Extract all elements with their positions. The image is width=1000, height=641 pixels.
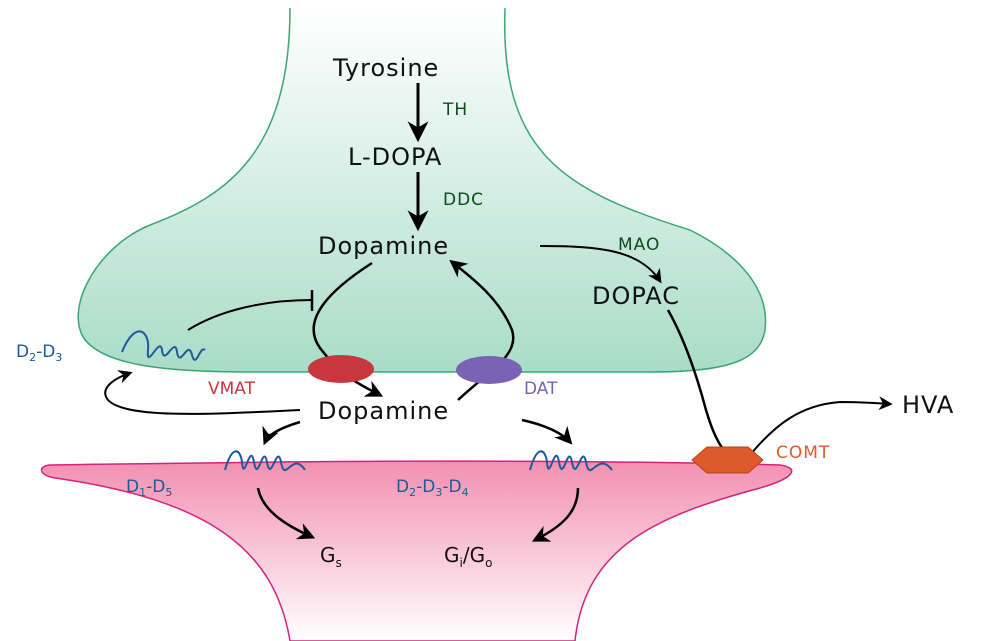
arrow-dopac-to-comt [666,309,731,459]
label-gs: Gs [320,543,342,570]
label-gio: Gi/Go [444,543,492,570]
d1d5-receptor-coil [224,450,306,472]
comt-enzyme [691,446,764,474]
d2d3d4-receptor-coil [529,450,613,472]
postsynaptic-terminal [40,460,793,641]
arrow-comt-to-hva [749,396,893,456]
arrow-to-d2d3d4 [521,418,573,445]
label-dopac: DOPAC [592,282,680,310]
presynaptic-terminal [77,7,767,373]
label-dopamine-presynaptic: Dopamine [318,232,449,260]
vmat-transporter [308,355,374,383]
label-vmat: VMAT [208,379,256,399]
label-ldopa: L-DOPA [348,143,442,171]
arrow-to-d1d5 [262,420,301,446]
arrow-cleft-to-autoreceptor [104,370,301,415]
label-comt: COMT [776,443,830,463]
label-hva: HVA [902,391,954,419]
label-d1d5: D1-D5 [126,477,172,499]
label-mao: MAO [618,235,660,255]
arrow-d2d4-to-gio [531,487,580,542]
label-dat: DAT [524,379,558,399]
dat-transporter [456,356,522,384]
label-autoreceptor: D2-D3 [16,342,62,364]
label-ddc: DDC [443,190,484,210]
label-th: TH [442,100,468,120]
label-d2d3d4: D2-D3-D4 [396,477,469,499]
arrow-dopamine-to-dopac [539,245,662,284]
autoreceptor-inhibition [187,299,313,331]
label-tyrosine: Tyrosine [332,54,439,82]
arrow-vmat-release [312,261,384,397]
autoreceptor-coil [121,330,206,361]
label-dopamine-cleft: Dopamine [318,397,449,425]
arrow-d1d5-to-gs [256,487,316,540]
